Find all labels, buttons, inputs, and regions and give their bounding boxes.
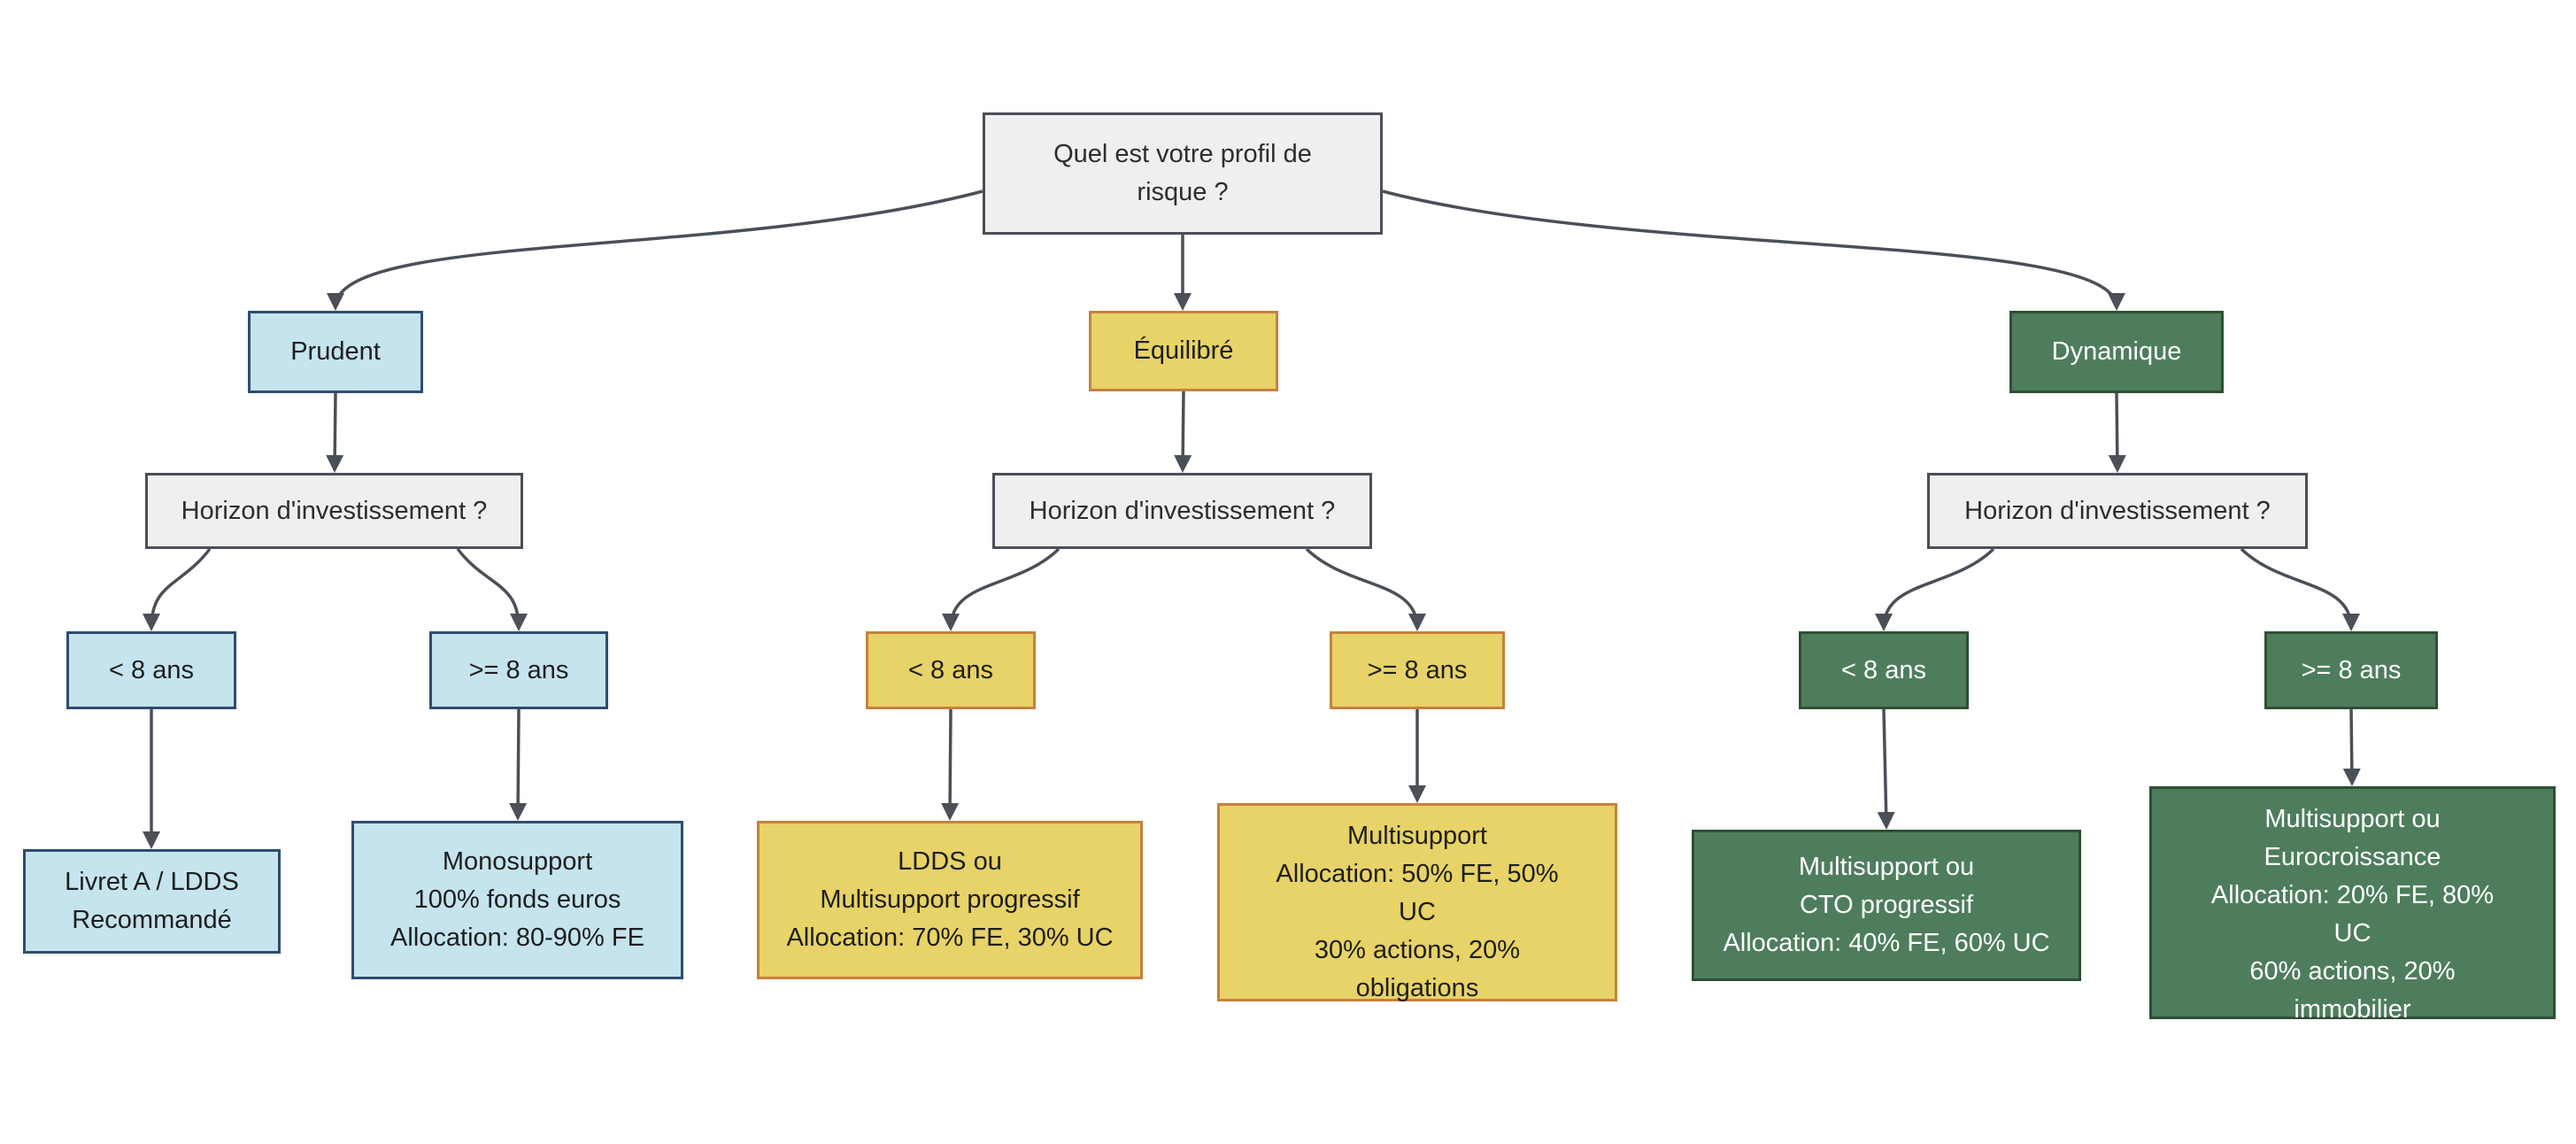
edge-horizon-prudent-to-lt8 xyxy=(143,547,212,631)
edge-horizon-dynamique-to-gte8 xyxy=(2240,547,2360,631)
edge-horizon-prudent-to-gte8 xyxy=(456,547,528,631)
node-leaf-prudent-gte8: Monosupport 100% fonds euros Allocation:… xyxy=(351,821,683,979)
edge-dynamique-lt8-to-leaf xyxy=(1877,708,1895,830)
edge-horizon-equilibre-to-gte8 xyxy=(1305,547,1426,631)
node-leaf-dynamique-lt8: Multisupport ou CTO progressif Allocatio… xyxy=(1692,830,2081,981)
node-horizon-prudent: Horizon d'investissement ? xyxy=(145,473,523,549)
node-dynamique-lt8: < 8 ans xyxy=(1799,631,1969,709)
node-prudent-gte8: >= 8 ans xyxy=(429,631,608,709)
node-profile-prudent: Prudent xyxy=(248,311,423,393)
node-leaf-equilibre-lt8: LDDS ou Multisupport progressif Allocati… xyxy=(757,821,1143,979)
node-profile-dynamique: Dynamique xyxy=(2009,311,2224,393)
edge-root-to-prudent xyxy=(327,189,983,311)
node-equilibre-lt8: < 8 ans xyxy=(866,631,1036,709)
node-root-question: Quel est votre profil de risque ? xyxy=(983,112,1383,235)
node-leaf-dynamique-gte8: Multisupport ou Eurocroissance Allocatio… xyxy=(2149,786,2556,1024)
edge-horizon-dynamique-to-lt8 xyxy=(1875,547,1995,631)
edge-prudent-gte8-to-leaf xyxy=(509,708,528,821)
edge-equilibre-to-horizon xyxy=(1174,390,1192,473)
edge-horizon-equilibre-to-lt8 xyxy=(942,547,1060,631)
edge-equilibre-lt8-to-leaf xyxy=(941,708,960,821)
node-horizon-dynamique: Horizon d'investissement ? xyxy=(1927,473,2308,549)
node-prudent-lt8: < 8 ans xyxy=(66,631,236,709)
node-horizon-equilibre: Horizon d'investissement ? xyxy=(992,473,1372,549)
node-leaf-prudent-lt8: Livret A / LDDS Recommandé xyxy=(23,849,281,954)
edge-root-to-dynamique xyxy=(1382,189,2125,311)
node-leaf-equilibre-gte8: Multisupport Allocation: 50% FE, 50% UC … xyxy=(1217,803,1617,1002)
edge-dynamique-gte8-to-leaf xyxy=(2342,708,2361,786)
node-equilibre-gte8: >= 8 ans xyxy=(1330,631,1505,709)
node-profile-equilibre: Équilibré xyxy=(1089,311,1278,391)
node-dynamique-gte8: >= 8 ans xyxy=(2264,631,2438,709)
